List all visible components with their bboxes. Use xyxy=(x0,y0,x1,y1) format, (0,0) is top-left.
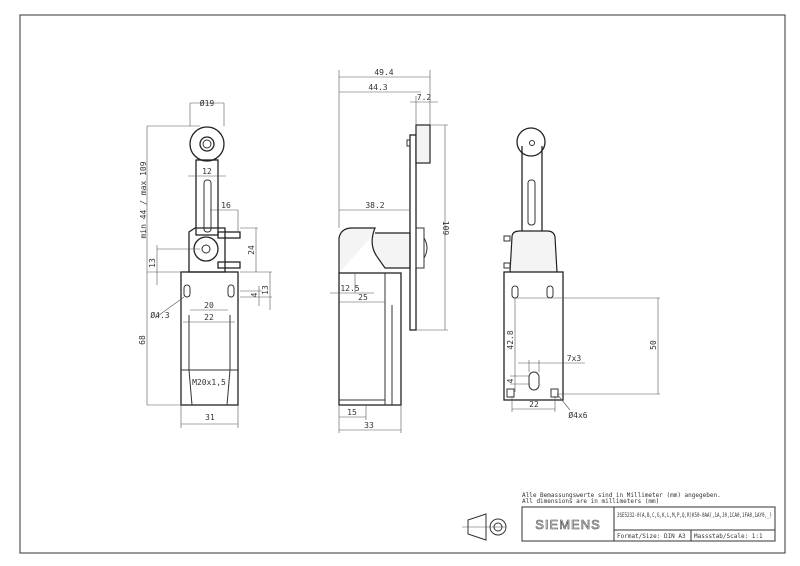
dim-15: 15 xyxy=(347,408,357,417)
projection-cone xyxy=(467,513,487,541)
dim-49-4: 49.4 xyxy=(374,68,393,77)
mounting-hole xyxy=(511,285,519,299)
dimension-line xyxy=(240,227,258,272)
dim-42-8: 42.8 xyxy=(506,330,515,349)
dimension-line xyxy=(338,405,402,433)
leader-line xyxy=(556,393,571,411)
dim-lever-length: min 44 / max 109 xyxy=(139,161,148,238)
drawing-frame xyxy=(19,14,786,554)
note-english: All dimensions are in millimeters (mm) xyxy=(522,498,659,505)
dim-24: 24 xyxy=(247,245,256,255)
dim-68: 68 xyxy=(138,335,147,345)
dimension-line xyxy=(156,245,200,285)
head-tab xyxy=(503,235,511,242)
dim-20: 20 xyxy=(204,301,214,310)
dimension-line xyxy=(240,286,262,306)
dim-lever-width: 12 xyxy=(202,167,212,176)
side-view: 49.4 44.3 7.2 38.2 109 12.5 25 15 33 xyxy=(330,68,450,433)
dim-hole-diameter: Ø4.3 xyxy=(150,310,169,320)
dimension-line xyxy=(518,360,585,372)
head-tab xyxy=(217,261,241,269)
title-block-frame xyxy=(521,506,776,542)
roller-hub xyxy=(199,136,215,152)
dim-7-2: 7.2 xyxy=(417,93,432,102)
dim-13-right: 13 xyxy=(261,285,270,295)
body xyxy=(338,272,402,406)
head xyxy=(338,227,411,273)
leader-line xyxy=(154,296,185,319)
roller xyxy=(189,126,225,162)
mounting-hole xyxy=(183,284,191,298)
roller-axle xyxy=(529,140,535,146)
roller xyxy=(415,124,431,164)
part-number: 3SE5232-0(A,B,C,G,K,L,M,P,Q,R)K50-0AA(,1… xyxy=(617,512,772,519)
mounting-hole xyxy=(506,388,515,398)
dim-13-left: 13 xyxy=(148,258,157,268)
lever-slot xyxy=(203,179,212,233)
rear-view: 50 42.8 7x3 4 22 Ø4x6 xyxy=(503,127,660,420)
pivot-screw xyxy=(423,237,428,259)
dim-22: 22 xyxy=(529,400,539,409)
title-block: Alle Bemassungswerte sind in Millimeter … xyxy=(462,492,776,542)
front-view: Ø19 min 44 / max 109 12 16 24 13 13 4 Ø4… xyxy=(138,98,272,428)
lever xyxy=(521,146,543,233)
lever-plate xyxy=(409,134,417,331)
body-outline xyxy=(188,315,231,406)
dim-roller-diameter: Ø19 xyxy=(200,98,215,108)
dim-31: 31 xyxy=(205,413,215,422)
dim-22: 22 xyxy=(204,313,214,322)
dimension-line xyxy=(189,102,225,126)
dimension-line xyxy=(515,297,660,395)
mounting-hole xyxy=(227,284,235,298)
dim-50: 50 xyxy=(649,340,658,350)
dim-38-2: 38.2 xyxy=(365,201,384,210)
pivot xyxy=(415,227,425,269)
scale: Massstab/Scale: 1:1 xyxy=(694,533,763,540)
dimension-line xyxy=(240,271,272,310)
dimension-line xyxy=(146,125,200,406)
dimension-line xyxy=(183,309,235,323)
note-german: Alle Bemassungswerte sind in Millimeter … xyxy=(522,492,721,499)
dimension-line xyxy=(210,209,239,232)
roller xyxy=(516,127,546,157)
head xyxy=(509,230,558,273)
roller-axle xyxy=(406,139,411,147)
body xyxy=(503,271,564,401)
dim-12-5: 12.5 xyxy=(340,284,359,293)
dimension-line xyxy=(510,375,530,385)
lever-slot xyxy=(527,179,536,226)
thread-label: M20x1,5 xyxy=(192,378,226,387)
pivot-screw xyxy=(201,244,211,254)
dimension-line xyxy=(180,405,239,428)
mounting-hole xyxy=(550,388,559,398)
dimension-line xyxy=(339,405,367,420)
dim-44-3: 44.3 xyxy=(368,83,387,92)
head-tab xyxy=(503,262,511,269)
body xyxy=(180,271,239,406)
roller-axle xyxy=(202,139,212,149)
dimension-line xyxy=(416,124,448,331)
projection-symbol-icon xyxy=(462,513,507,541)
lever xyxy=(195,159,219,236)
projection-circle xyxy=(493,522,503,532)
dim-25: 25 xyxy=(358,293,368,302)
dimension-line xyxy=(410,96,438,125)
dim-slot: 7x3 xyxy=(567,354,582,363)
body-outline xyxy=(339,273,393,405)
siemens-logo: SIEMENS xyxy=(535,517,601,532)
dim-109: 109 xyxy=(441,221,450,236)
slot xyxy=(528,371,540,391)
dim-4: 4 xyxy=(250,292,259,297)
dimension-line xyxy=(338,70,431,228)
dim-16: 16 xyxy=(221,201,231,210)
projection-circle xyxy=(489,518,507,536)
dim-hole: Ø4x6 xyxy=(568,410,587,420)
mounting-hole xyxy=(546,285,554,299)
format-size: Format/Size: DIN A3 xyxy=(617,533,686,540)
dim-33: 33 xyxy=(364,421,374,430)
head-tab xyxy=(217,231,241,239)
dimension-line xyxy=(330,273,374,294)
dimension-line xyxy=(511,396,556,412)
dim-4: 4 xyxy=(506,378,515,383)
